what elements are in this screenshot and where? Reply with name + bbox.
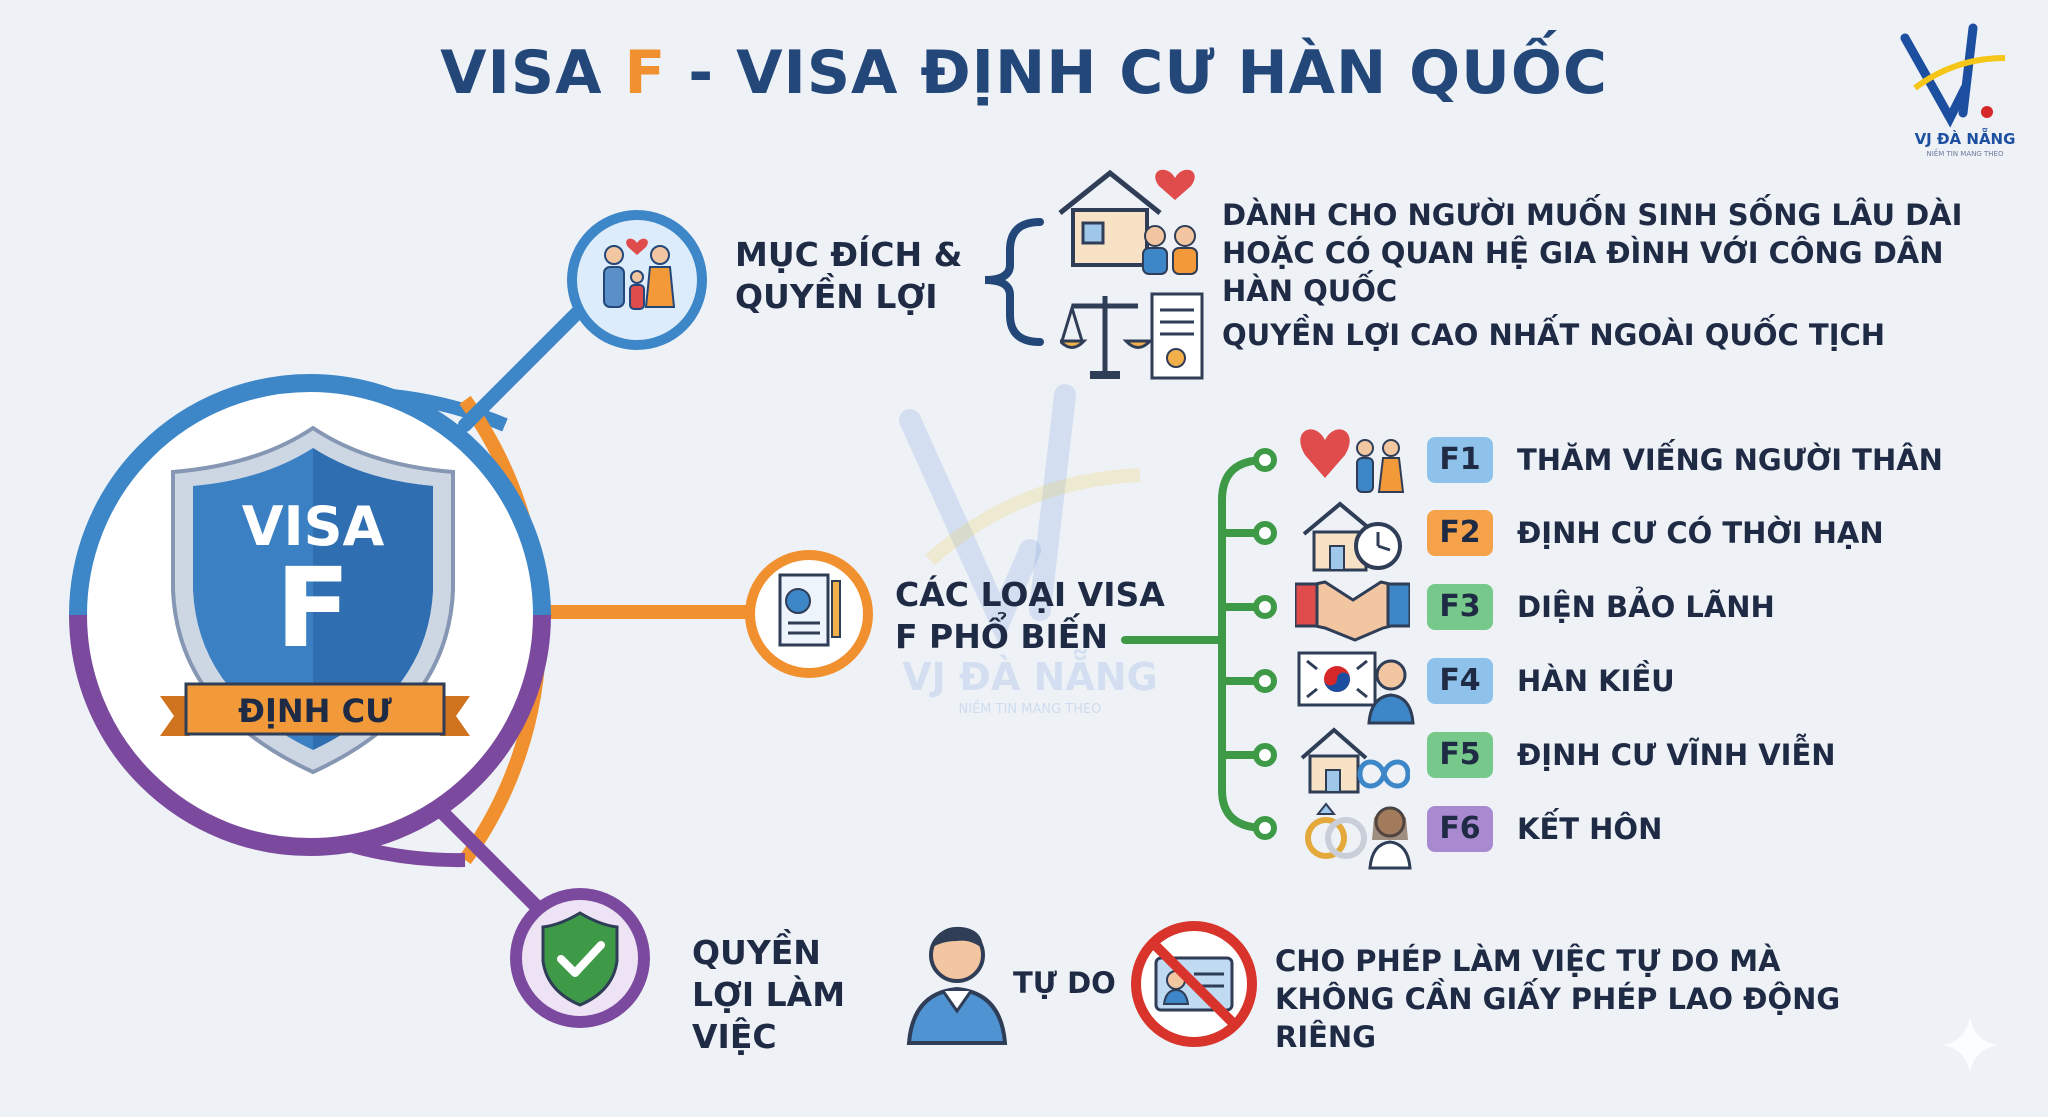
sparkle-icon xyxy=(1942,1017,1998,1073)
watermark-logo-icon xyxy=(899,384,1141,648)
type-label-f2: ĐỊNH CƯ CÓ THỜI HẠN xyxy=(1517,516,1884,550)
watermark-tagline: NIỀM TIN MANG THEO xyxy=(958,702,1102,717)
purpose-desc-2: QUYỀN LỢI CAO NHẤT NGOÀI QUỐC TỊCH xyxy=(1222,318,1886,352)
work-label: QUYỀN LỢI LÀM VIỆC xyxy=(692,933,846,1056)
type-badge-f3: F3 xyxy=(1427,584,1493,630)
brand-name: VJ ĐÀ NẴNG xyxy=(1914,130,2016,148)
shield-check-icon xyxy=(510,888,650,1028)
house-infinity-icon xyxy=(1300,727,1410,794)
watermark-text: VJ ĐÀ NẴNG xyxy=(902,655,1158,699)
shield-f-text: F xyxy=(275,544,351,672)
korea-flag-person-icon xyxy=(1297,651,1415,725)
type-badge-f4: F4 xyxy=(1427,658,1493,704)
passport-icon xyxy=(745,550,873,678)
type-label-f5: ĐỊNH CƯ VĨNH VIỄN xyxy=(1517,738,1836,772)
no-work-permit-icon xyxy=(1131,921,1257,1047)
shield-visa-text: VISA xyxy=(241,495,385,558)
house-clock-icon xyxy=(1302,501,1402,572)
purpose-desc-1: DÀNH CHO NGƯỜI MUỐN SINH SỐNG LÂU DÀI HO… xyxy=(1222,198,1963,308)
type-label-f4: HÀN KIỀU xyxy=(1517,664,1675,698)
type-badge-f6: F6 xyxy=(1427,806,1493,852)
family-icon xyxy=(567,210,707,350)
type-label-f1: THĂM VIẾNG NGƯỜI THÂN xyxy=(1517,443,1943,477)
work-desc: CHO PHÉP LÀM VIỆC TỰ DO MÀ KHÔNG CẦN GIẤ… xyxy=(1275,944,1841,1054)
brand-logo-icon xyxy=(1900,23,2006,128)
scales-document-icon xyxy=(1060,292,1204,380)
type-badge-f5: F5 xyxy=(1427,732,1493,778)
type-badge-f1: F1 xyxy=(1427,437,1493,483)
shield-ribbon xyxy=(160,682,470,736)
house-family-icon xyxy=(1058,169,1198,275)
type-label-f3: DIỆN BẢO LÃNH xyxy=(1517,590,1775,624)
worker-person-icon xyxy=(906,926,1008,1045)
heart-family-icon xyxy=(1300,429,1405,493)
rings-bride-icon xyxy=(1305,802,1412,870)
purpose-label: MỤC ĐÍCH & QUYỀN LỢI xyxy=(735,235,963,316)
handshake-icon xyxy=(1295,580,1410,642)
brand-tagline: NIỀM TIN MANG THEO xyxy=(1926,150,2004,158)
type-label-f6: KẾT HÔN xyxy=(1517,812,1663,846)
types-label: CÁC LOẠI VISA F PHỔ BIẾN xyxy=(895,575,1165,656)
type-badge-f2: F2 xyxy=(1427,510,1493,556)
work-free-label: TỰ DO xyxy=(1013,966,1116,1000)
page-title: VISA F - VISA ĐỊNH CƯ HÀN QUỐC xyxy=(440,38,1608,108)
shield-ribbon-text: ĐỊNH CƯ xyxy=(238,692,392,730)
